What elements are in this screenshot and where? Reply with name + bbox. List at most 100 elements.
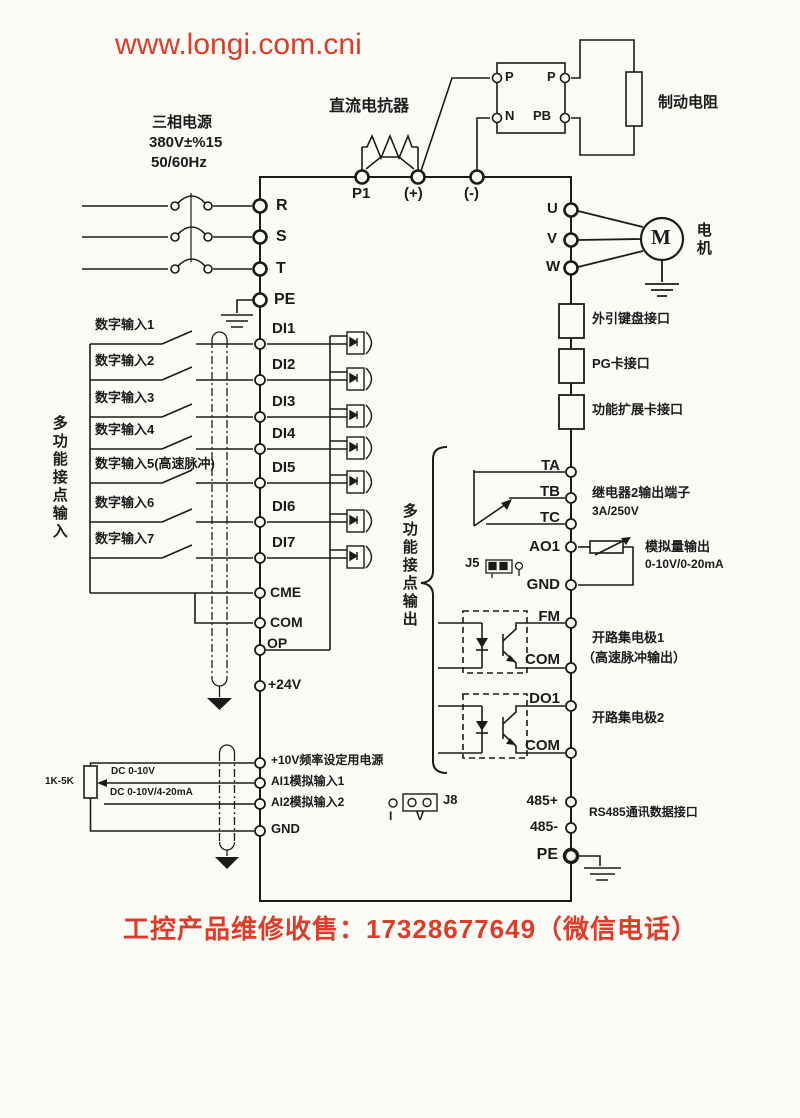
rs485-note: RS485通讯数据接口	[589, 805, 698, 819]
terminal-label-10v: +10V频率设定用电源	[271, 753, 384, 767]
j8-pin-i-label: I	[389, 809, 393, 823]
terminal-label-pe-bottom: PE	[536, 846, 558, 863]
digital-input-wiring	[89, 330, 347, 650]
di-row-label-2: 数字输入2	[95, 353, 155, 368]
j5-jumper-symbol	[485, 559, 524, 578]
relay-note-line2: 3A/250V	[592, 504, 639, 518]
terminal-label-pe: PE	[274, 291, 296, 308]
terminal-label-di3: DI3	[272, 393, 296, 410]
terminal-label-di5: DI5	[272, 459, 296, 476]
terminal-label-op: OP	[267, 635, 288, 651]
motor-label: 电机	[694, 222, 712, 258]
terminal-label-t: T	[276, 260, 286, 277]
terminal-label-di7: DI7	[272, 534, 296, 551]
relay-contact-symbol	[473, 470, 565, 527]
di-row-label-3: 数字输入3	[95, 390, 155, 405]
terminal-label-plus: (+)	[404, 185, 423, 202]
power-title-line3: 50/60Hz	[151, 154, 207, 171]
power-terminals	[252, 169, 580, 865]
terminal-label-di1: DI1	[272, 320, 296, 337]
terminal-label-r: R	[276, 197, 288, 214]
open-collector-1-symbol	[438, 610, 565, 674]
analog-input-wiring	[83, 762, 254, 832]
terminal-label-fm: FM	[538, 608, 560, 625]
terminal-label-di2: DI2	[272, 356, 296, 373]
terminal-label-u: U	[547, 200, 558, 217]
analog-output-note-line1: 模拟量输出	[645, 539, 711, 554]
footer-contact-text: 工控产品维修收售：17328677649（微信电话）	[123, 914, 699, 944]
dc-reactor-symbol	[361, 133, 419, 170]
oc1-note-line1: 开路集电极1	[592, 630, 665, 645]
power-title-line1: 三相电源	[152, 114, 213, 131]
terminal-label-com1: COM	[525, 651, 560, 668]
pot-value-label: 1K-5K	[45, 776, 74, 787]
terminal-label-di6: DI6	[272, 498, 296, 515]
control-terminals	[254, 338, 577, 837]
j5-jumper-label: J5	[465, 555, 480, 570]
analog-output-note-line2: 0-10V/0-20mA	[645, 557, 724, 571]
main-box-outline	[259, 176, 572, 902]
pe-bottom-ground-symbol	[578, 855, 621, 881]
power-switch-symbol	[82, 193, 252, 274]
output-group-brace	[420, 446, 448, 774]
terminal-label-ao1: AO1	[529, 538, 560, 555]
j8-jumper-label: J8	[443, 792, 458, 807]
site-watermark: www.longi.com.cni	[115, 28, 362, 61]
terminal-label-ta: TA	[541, 457, 560, 474]
terminal-label-minus: (-)	[464, 185, 479, 202]
analog-output-symbol	[578, 537, 634, 586]
ai1-wire-label: DC 0-10V	[111, 766, 155, 777]
power-title-line2: 380V±%15	[149, 134, 223, 151]
terminal-label-24v: +24V	[268, 676, 302, 692]
brake-unit-symbol	[491, 39, 643, 156]
terminal-label-tc: TC	[540, 509, 560, 526]
relay-note-line1: 继电器2输出端子	[592, 485, 691, 500]
terminal-label-com2: COM	[525, 737, 560, 754]
oc2-note-line1: 开路集电极2	[592, 710, 665, 725]
terminal-label-di4: DI4	[272, 425, 296, 442]
di-row-label-5: 数字输入5(高速脉冲)	[95, 456, 215, 471]
brake-resistor-label: 制动电阻	[658, 94, 719, 111]
brake-terminal-pb: PB	[533, 108, 552, 123]
terminal-label-485p: 485+	[526, 792, 558, 808]
option-port-label-keypad: 外引键盘接口	[592, 311, 671, 326]
output-group-label: 多功能接点输出	[400, 503, 418, 629]
common-terminal-wiring	[90, 592, 330, 651]
terminal-label-cme: CME	[270, 584, 302, 600]
option-port-label-pg: PG卡接口	[592, 356, 650, 371]
j8-jumper-symbol	[388, 793, 438, 812]
option-port-label-expansion: 功能扩展卡接口	[592, 402, 684, 417]
oc1-note-line2: （高速脉冲输出）	[582, 650, 687, 665]
terminal-label-do1: DO1	[529, 690, 560, 707]
digital-input-group-label: 多功能接点输入	[50, 415, 68, 541]
di-row-label-6: 数字输入6	[95, 495, 155, 510]
terminal-label-ai1: AI1模拟输入1	[271, 774, 345, 788]
di-row-label-1: 数字输入1	[95, 317, 155, 332]
terminal-label-v: V	[547, 230, 558, 247]
terminal-label-gnd-ai: GND	[271, 821, 300, 836]
option-port-boxes	[558, 303, 585, 430]
brake-terminal-p-right: P	[547, 69, 556, 84]
dc-reactor-label: 直流电抗器	[329, 98, 410, 115]
shield-cable-di	[207, 331, 232, 710]
terminal-label-tb: TB	[540, 483, 560, 500]
terminal-label-ai2: AI2模拟输入2	[271, 795, 345, 809]
pe-ground-symbol	[221, 299, 253, 328]
motor-symbol	[577, 210, 685, 297]
motor-m-symbol: M	[651, 225, 671, 249]
terminal-label-w: W	[546, 258, 561, 275]
terminal-label-s: S	[276, 228, 287, 245]
brake-terminal-n: N	[505, 108, 515, 123]
brake-terminal-p-left: P	[505, 69, 514, 84]
dc-bus-wiring	[420, 77, 490, 172]
di-optocoupler-icons	[346, 331, 373, 569]
terminal-label-com: COM	[270, 614, 303, 630]
terminal-label-485n: 485-	[529, 818, 558, 834]
di-row-label-7: 数字输入7	[95, 531, 155, 546]
terminal-label-gnd-out: GND	[526, 576, 560, 593]
open-collector-2-symbol	[438, 693, 565, 759]
shield-cable-ai	[215, 744, 239, 869]
terminal-label-p1: P1	[352, 185, 371, 202]
j8-pin-v-label: V	[416, 809, 425, 823]
